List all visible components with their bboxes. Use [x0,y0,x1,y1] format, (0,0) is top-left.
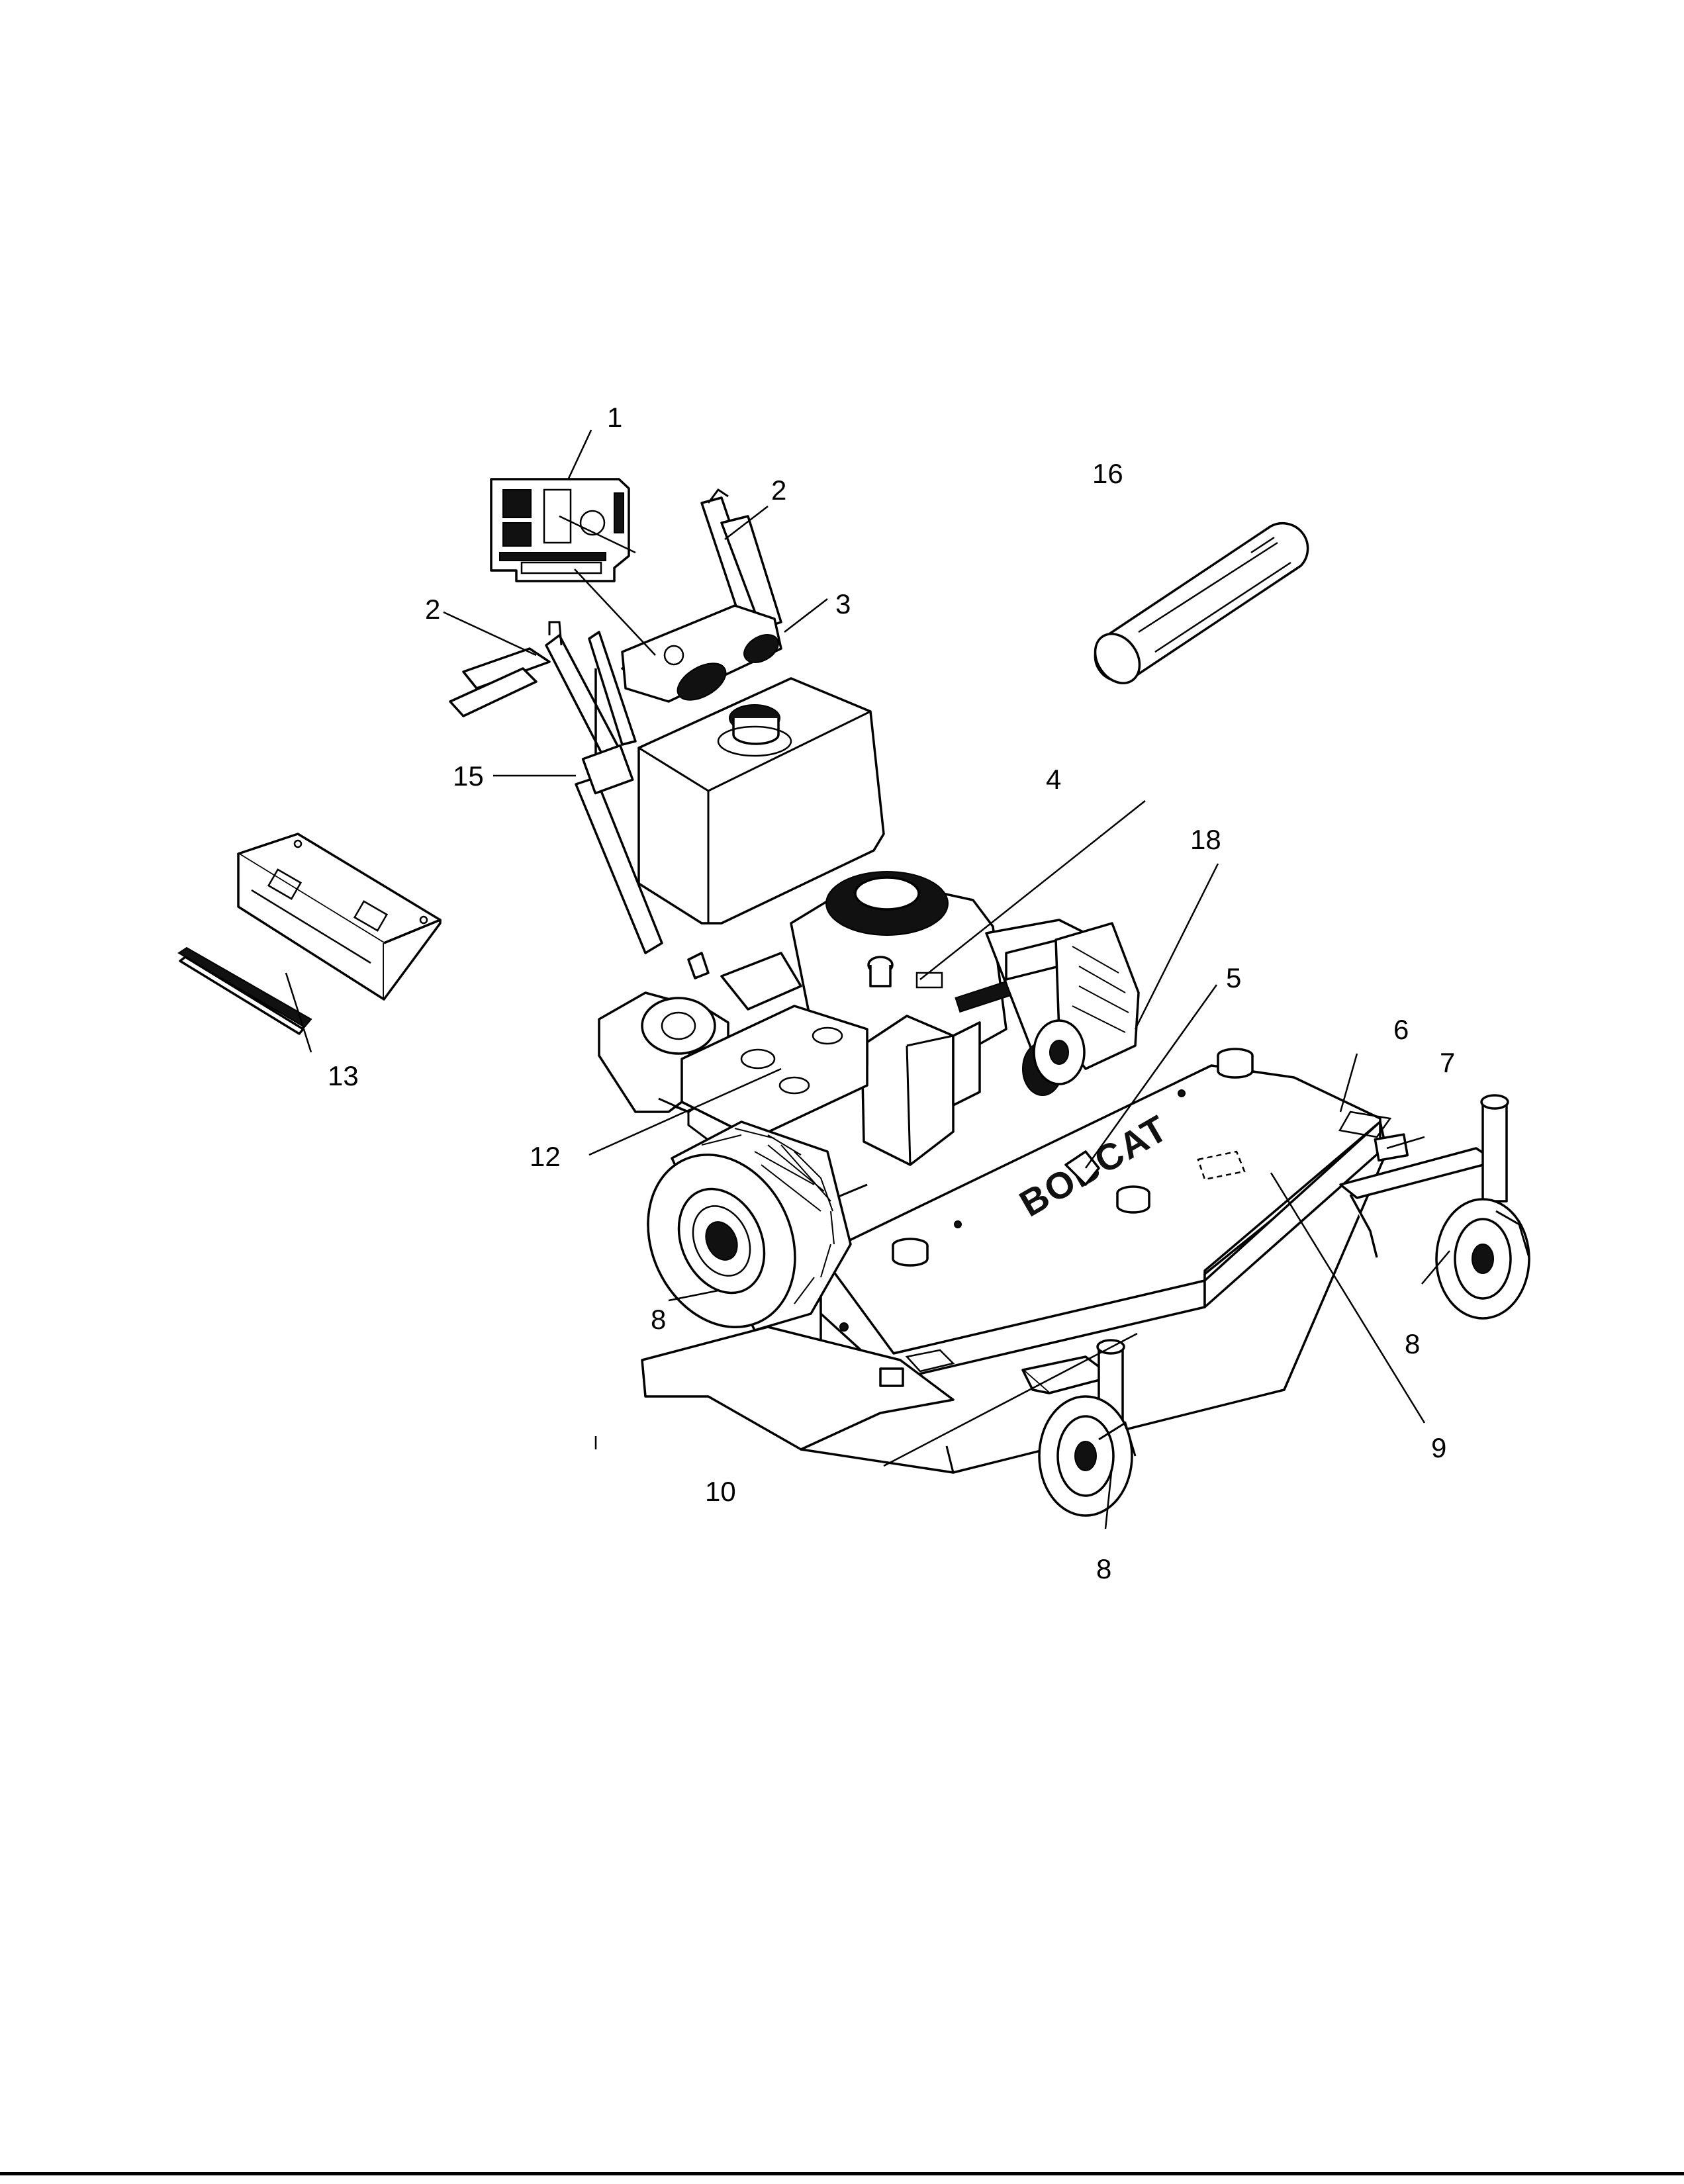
callout-3: 3 [835,588,851,619]
callout-9: 9 [1431,1432,1446,1463]
rear-right-caster [1339,1094,1530,1320]
callout-8: 8 [651,1304,666,1335]
bottom-rule [0,2172,1684,2175]
callout-4: 4 [1046,764,1061,795]
callout-10: 10 [705,1476,736,1507]
callout-12: 12 [530,1141,561,1172]
callout-6: 6 [1393,1014,1409,1045]
control-panel-decal [490,478,630,582]
left-drive-wheel [647,1120,852,1332]
callout-5: 5 [1226,962,1241,993]
callout-labels: 1 2 2 3 4 5 6 7 8 8 8 9 10 12 13 15 16 1… [328,402,1455,1584]
callout-8: 8 [1405,1328,1420,1359]
shield-bracket [237,833,442,1001]
warning-decal-strip [177,946,312,1035]
callout-7: 7 [1440,1047,1455,1078]
callout-2: 2 [425,594,440,625]
callout-2: 2 [771,475,786,506]
leader-lines [285,430,1450,1529]
right-drive-wheel [1033,922,1140,1085]
callout-18: 18 [1190,824,1221,855]
callout-13: 13 [328,1060,359,1091]
handle-assembly [449,488,782,954]
front-left-caster [1021,1339,1137,1517]
callout-16: 16 [1092,458,1123,489]
callout-15: 15 [453,760,484,792]
callout-1: 1 [607,402,622,433]
mower-deck: BOBCAT [641,1048,1409,1474]
callout-8: 8 [1096,1553,1111,1584]
decal-roll [1094,522,1309,684]
fuel-tank [637,677,885,925]
